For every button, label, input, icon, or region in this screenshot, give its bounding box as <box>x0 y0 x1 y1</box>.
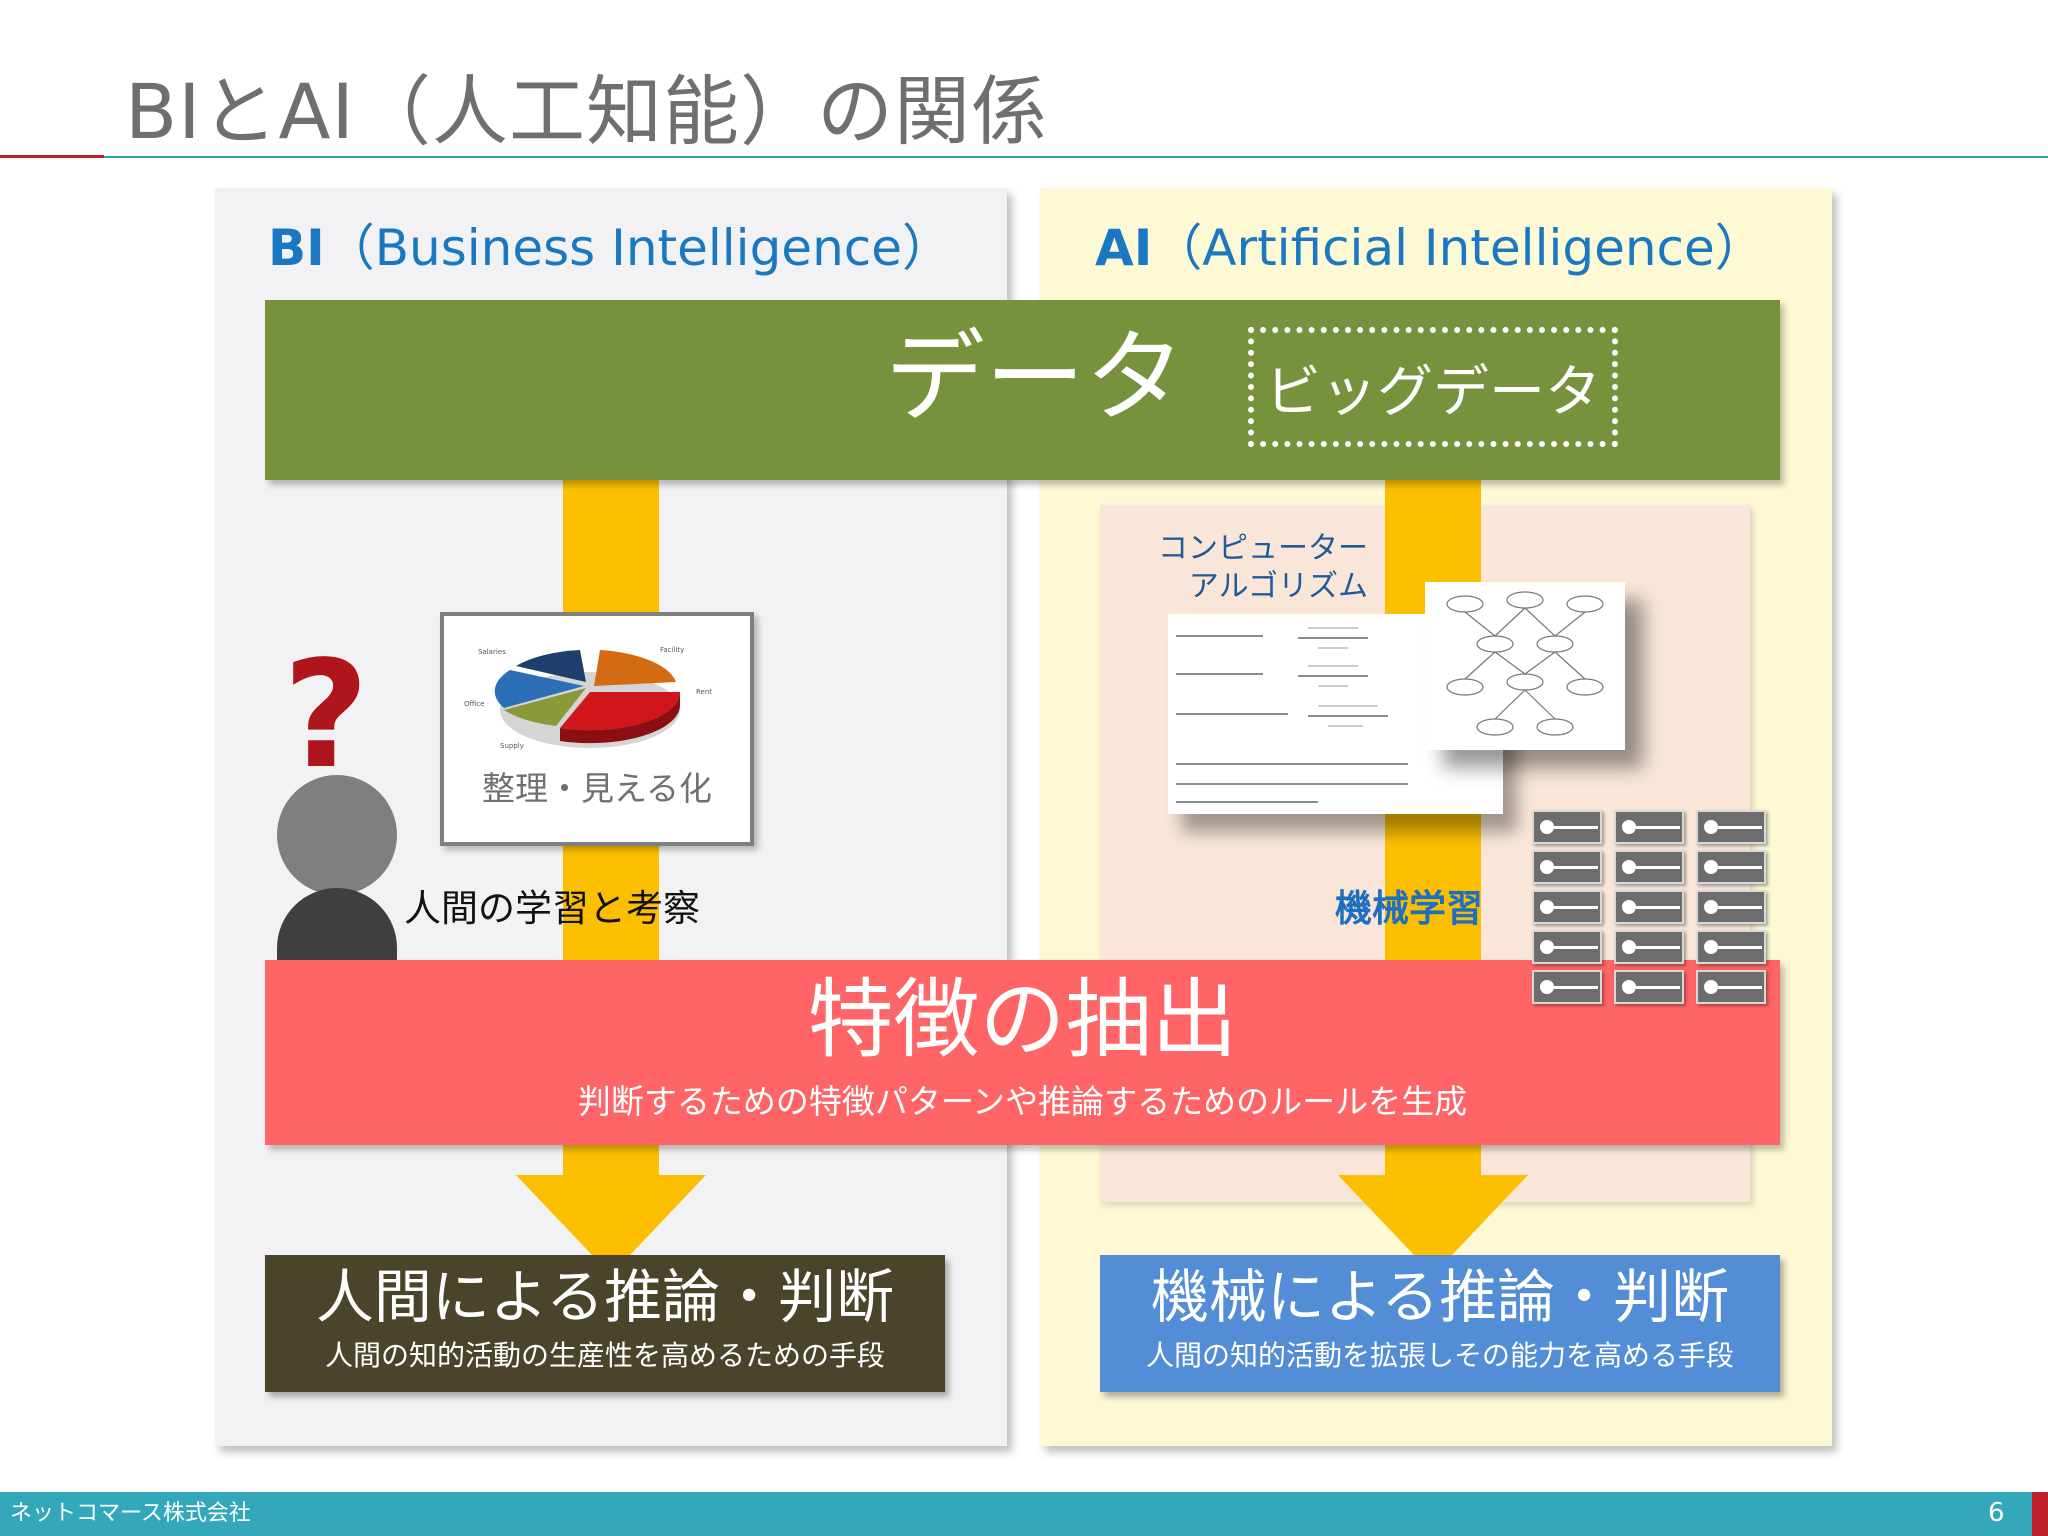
page-number: 6 <box>1988 1498 2005 1528</box>
human-inference-title: 人間による推論・判断 <box>315 1263 895 1331</box>
ai-full-name: （Artificial Intelligence） <box>1152 219 1765 277</box>
network-diagram-icon <box>1446 591 1604 736</box>
machine-inference-subtitle: 人間の知的活動を拡張しその能力を高める手段 <box>1145 1339 1734 1372</box>
big-data-frame <box>1248 327 1618 447</box>
server-icon <box>1696 890 1766 924</box>
algorithm-label-line2: アルゴリズム <box>1188 569 1368 604</box>
machine-learning-label: 機械学習 <box>1335 887 1483 930</box>
svg-text:Rent: Rent <box>696 688 712 696</box>
svg-text:Supply: Supply <box>500 742 524 750</box>
bi-panel-heading: BI（Business Intelligence） <box>268 218 952 278</box>
slide-title: BIとAI（人工知能）の関係 <box>125 67 1048 156</box>
ai-abbr: AI <box>1095 219 1153 277</box>
machine-inference-box <box>1100 1255 1780 1392</box>
server-icon <box>1532 810 1602 844</box>
svg-text:Facility: Facility <box>660 646 684 654</box>
person-head-icon <box>277 775 397 895</box>
feature-extraction-title: 特徴の抽出 <box>807 970 1238 1070</box>
formula-icon <box>1176 627 1408 803</box>
server-icon <box>1532 850 1602 884</box>
human-learning-label: 人間の学習と考察 <box>404 887 700 930</box>
feature-extraction-band <box>265 960 1780 1145</box>
human-inference-box <box>265 1255 945 1392</box>
bi-abbr: BI <box>268 219 325 277</box>
bi-full-name: （Business Intelligence） <box>324 219 953 277</box>
server-icon <box>1532 930 1602 964</box>
server-rack-icon <box>1532 810 1777 1015</box>
svg-text:Office: Office <box>464 700 484 708</box>
footer-accent <box>2032 1492 2048 1536</box>
server-icon <box>1532 970 1602 1004</box>
pie-chart-icon: Salaries Facility Rent Office Supply <box>464 646 712 750</box>
network-diagram-image <box>1425 582 1625 750</box>
machine-inference-title: 機械による推論・判断 <box>1150 1263 1730 1331</box>
server-icon <box>1614 890 1684 924</box>
big-data-label: ビッグデータ <box>1265 359 1601 425</box>
server-icon <box>1614 810 1684 844</box>
server-icon <box>1696 850 1766 884</box>
data-label: データ <box>885 319 1185 436</box>
server-icon <box>1614 930 1684 964</box>
server-icon <box>1614 970 1684 1004</box>
server-icon <box>1696 970 1766 1004</box>
server-icon <box>1614 850 1684 884</box>
ai-panel-heading: AI（Artificial Intelligence） <box>1095 218 1765 278</box>
feature-extraction-subtitle: 判断するための特徴パターンや推論するためのルールを生成 <box>577 1082 1468 1121</box>
algorithm-label: コンピューター アルゴリズム <box>1150 530 1368 606</box>
svg-text:Salaries: Salaries <box>478 648 506 656</box>
human-inference-subtitle: 人間の知的活動の生産性を高めるための手段 <box>324 1339 885 1372</box>
company-name: ネットコマース株式会社 <box>10 1501 251 1526</box>
algorithm-label-line1: コンピューター <box>1158 531 1368 566</box>
chart-caption: 整理・見える化 <box>481 769 712 808</box>
question-mark-icon: ? <box>283 629 369 801</box>
title-rule-accent <box>0 155 104 158</box>
server-icon <box>1696 810 1766 844</box>
server-icon <box>1532 890 1602 924</box>
server-icon <box>1696 930 1766 964</box>
title-rule <box>104 156 2048 158</box>
slide-footer <box>0 1492 2048 1536</box>
